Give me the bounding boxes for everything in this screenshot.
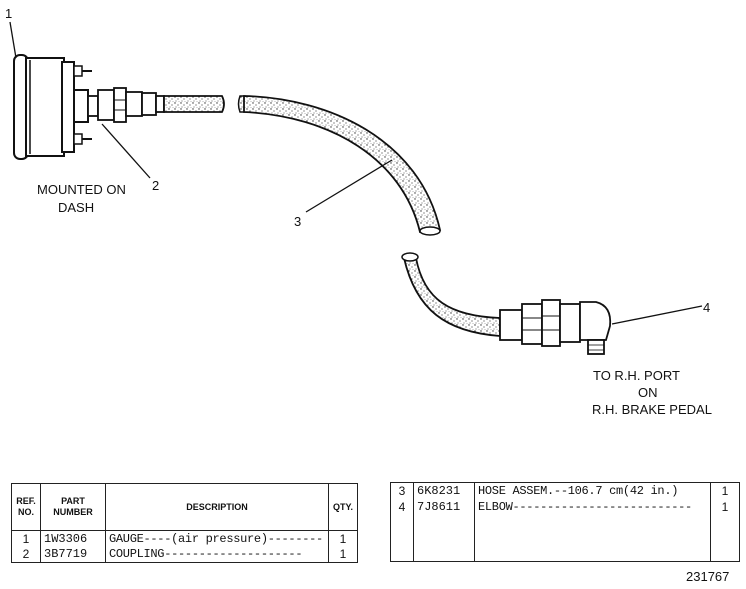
callout-1: 1 [5,6,12,21]
destination-note-line1: TO R.H. PORT [593,368,680,383]
callout-4: 4 [703,300,710,315]
leader-line-2 [101,123,151,179]
blank-cell [390,515,414,562]
leader-line-1 [9,21,17,59]
hose-curve-lower [402,257,501,337]
drawing-number: 231767 [686,569,730,584]
description-cell: HOSE ASSEM.--106.7 cm(42 in.) [474,482,711,500]
ref-cell: 1 [11,530,41,547]
part-number-cell: 3B7719 [40,546,106,563]
description-cell: GAUGE----(air pressure)-------- [105,530,329,547]
part-number-cell: 1W3306 [40,530,106,547]
callout-3: 3 [294,214,301,229]
destination-note-line2: ON [638,385,658,400]
header-part-label: PART [61,496,85,506]
callout-2: 2 [152,178,159,193]
hose-segment-left [163,95,225,113]
header-part-number: PART NUMBER [40,483,106,531]
mounted-note-line1: MOUNTED ON [37,182,126,197]
table-blank-row [390,515,740,562]
leader-line-4 [611,305,703,325]
ref-cell: 3 [390,482,414,500]
parts-table-left: REF. NO. PART NUMBER DESCRIPTION QTY. 1 … [11,483,358,563]
blank-cell [710,515,740,562]
ref-cell: 2 [11,546,41,563]
header-description: DESCRIPTION [105,483,329,531]
table-row: 3 6K8231 HOSE ASSEM.--106.7 cm(42 in.) 1 [390,482,740,500]
header-number-label: NUMBER [53,507,93,517]
part-number-cell: 6K8231 [413,482,475,500]
qty-cell: 1 [328,546,358,563]
blank-cell [413,515,475,562]
qty-cell: 1 [710,482,740,500]
destination-note-line3: R.H. BRAKE PEDAL [592,402,712,417]
header-no-label: NO. [17,507,34,517]
hose-curve-upper [243,95,442,233]
table-row: 2 3B7719 COUPLING-------------------- 1 [11,546,358,563]
ref-cell: 4 [390,499,414,516]
leader-line-3 [305,159,393,213]
description-cell: ELBOW-------------------------- [474,499,711,516]
header-ref-no: REF. NO. [11,483,41,531]
elbow-fitting [499,299,612,355]
air-pressure-gauge [13,54,92,160]
part-number-cell: 7J8611 [413,499,475,516]
description-cell: COUPLING-------------------- [105,546,329,563]
coupling [87,87,165,123]
hose-end-upper [419,226,441,236]
table-row: 4 7J8611 ELBOW--------------------------… [390,499,740,516]
blank-cell [474,515,711,562]
header-ref-label: REF. [16,496,36,506]
table-row: 1 1W3306 GAUGE----(air pressure)--------… [11,530,358,547]
qty-cell: 1 [710,499,740,516]
header-qty: QTY. [328,483,358,531]
mounted-note-line2: DASH [58,200,94,215]
parts-table-right: 3 6K8231 HOSE ASSEM.--106.7 cm(42 in.) 1… [390,482,740,562]
qty-cell: 1 [328,530,358,547]
hose-end-lower [401,252,419,262]
